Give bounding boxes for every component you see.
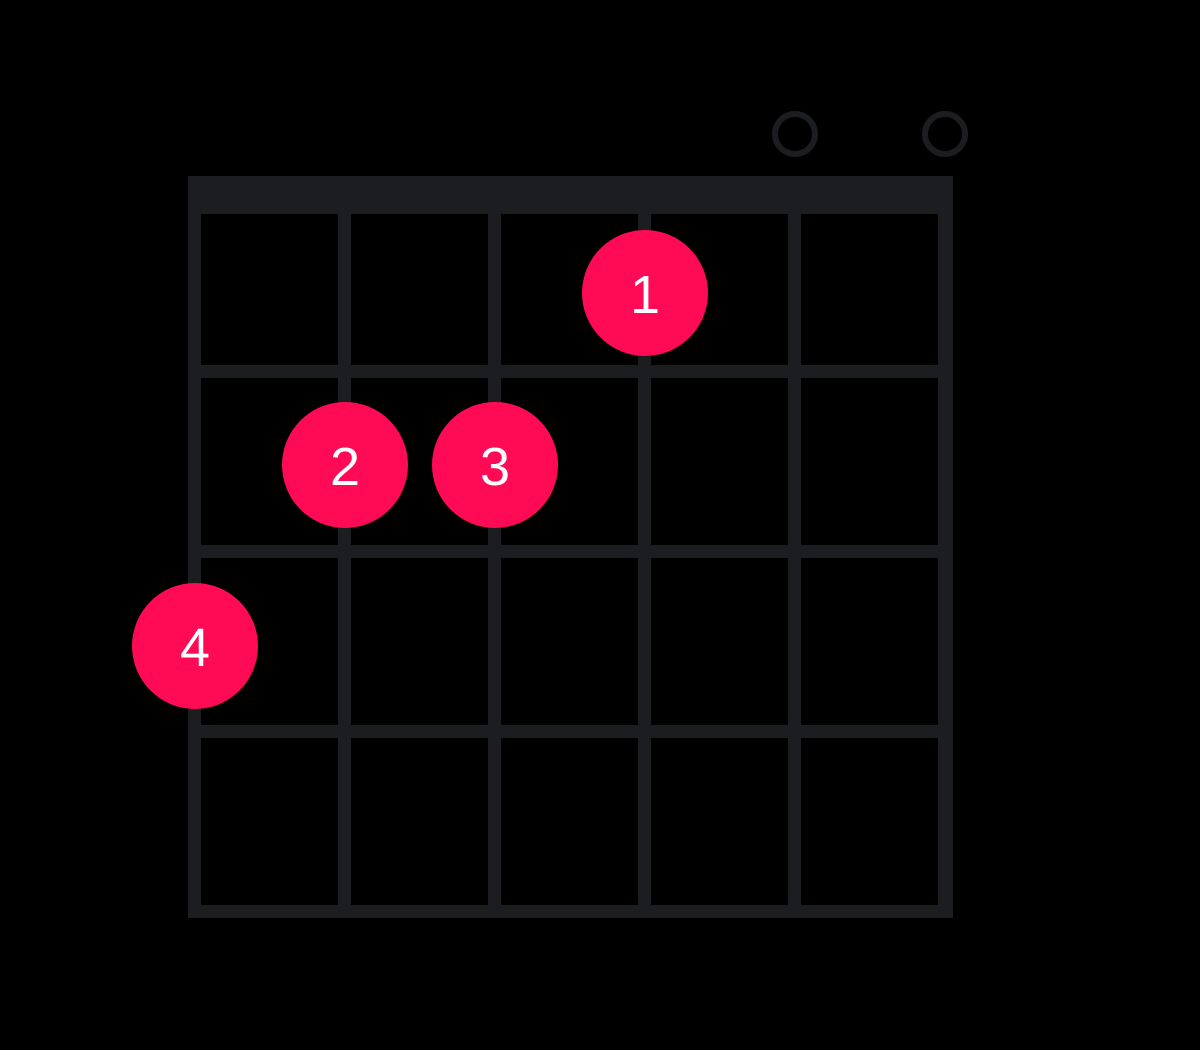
nut-bar xyxy=(188,176,953,214)
fretboard-grid xyxy=(188,176,953,918)
fret-line-4 xyxy=(188,905,953,918)
fret-line-2 xyxy=(188,545,953,558)
finger-dot-circle-4 xyxy=(132,583,258,709)
fret-line-1 xyxy=(188,365,953,378)
fretboard-nut xyxy=(188,176,953,214)
finger-dots: 1 2 3 4 xyxy=(132,230,708,709)
finger-dot-label-3: 3 xyxy=(480,437,510,497)
finger-dot-label-4: 4 xyxy=(180,618,210,678)
finger-dot-circle-3 xyxy=(432,402,558,528)
finger-dot-circle-2 xyxy=(282,402,408,528)
open-string-markers xyxy=(772,111,968,157)
open-string-marker-string-1[interactable] xyxy=(922,111,968,157)
open-string-marker-string-2[interactable] xyxy=(772,111,818,157)
finger-dot-4[interactable]: 4 xyxy=(132,583,258,709)
finger-dot-3[interactable]: 3 xyxy=(432,402,558,528)
finger-dot-circle-1 xyxy=(582,230,708,356)
fret-line-3 xyxy=(188,725,953,738)
finger-dot-label-1: 1 xyxy=(630,265,660,325)
finger-dot-label-2: 2 xyxy=(330,437,360,497)
finger-dot-1[interactable]: 1 xyxy=(582,230,708,356)
finger-dot-2[interactable]: 2 xyxy=(282,402,408,528)
